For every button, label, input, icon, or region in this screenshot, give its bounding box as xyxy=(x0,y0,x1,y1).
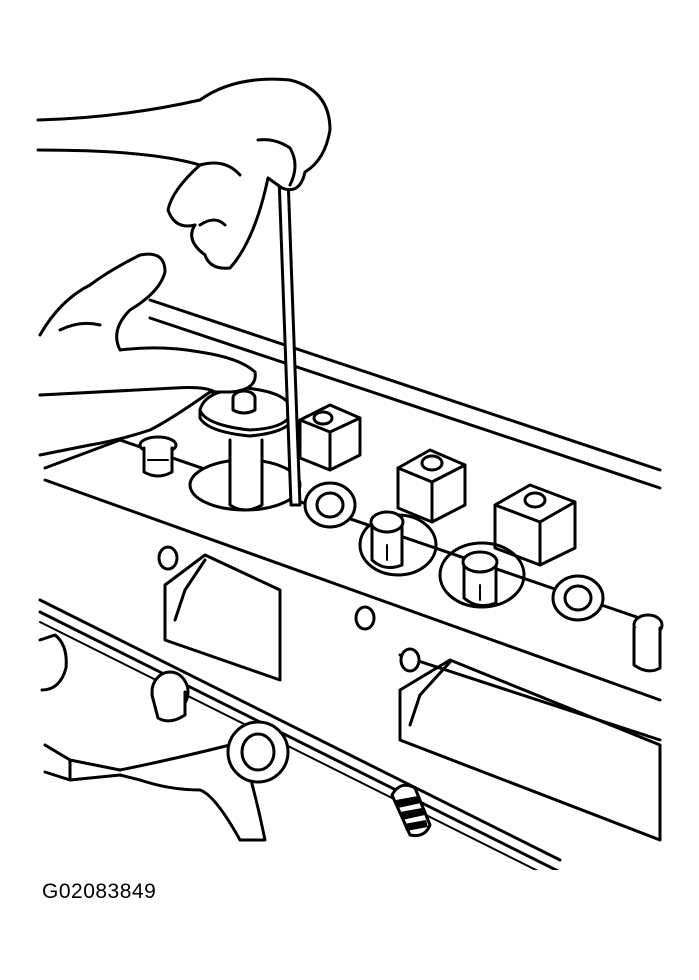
valve-spring-retainer-3 xyxy=(438,541,526,609)
rocker-pedestal-1 xyxy=(298,403,362,472)
lower-bolt-washer xyxy=(226,720,290,784)
right-hand-top xyxy=(36,77,332,270)
cylinder-head-lower-face xyxy=(38,598,662,870)
spring-height-gauge xyxy=(188,386,302,512)
bolt-holes xyxy=(157,545,421,673)
valve-spring-washer-4 xyxy=(551,574,605,622)
figure-id-label: G02083849 xyxy=(42,880,157,903)
lower-hand xyxy=(43,740,267,842)
valve-stem-right xyxy=(632,613,664,673)
left-hand xyxy=(38,252,257,457)
port-opening-right xyxy=(398,658,662,842)
threaded-stud xyxy=(390,783,432,837)
lower-stud-left xyxy=(38,633,68,692)
lower-stud-center xyxy=(150,670,190,723)
valve-spring-washer-1 xyxy=(303,481,357,529)
rocker-pedestal-2 xyxy=(396,448,467,524)
valve-spring-retainer-2 xyxy=(358,510,438,577)
port-opening-left xyxy=(163,553,282,682)
rocker-pedestal-3 xyxy=(493,483,577,567)
valve-spring-height-illustration xyxy=(36,77,664,870)
valve-stem-left xyxy=(138,435,178,478)
